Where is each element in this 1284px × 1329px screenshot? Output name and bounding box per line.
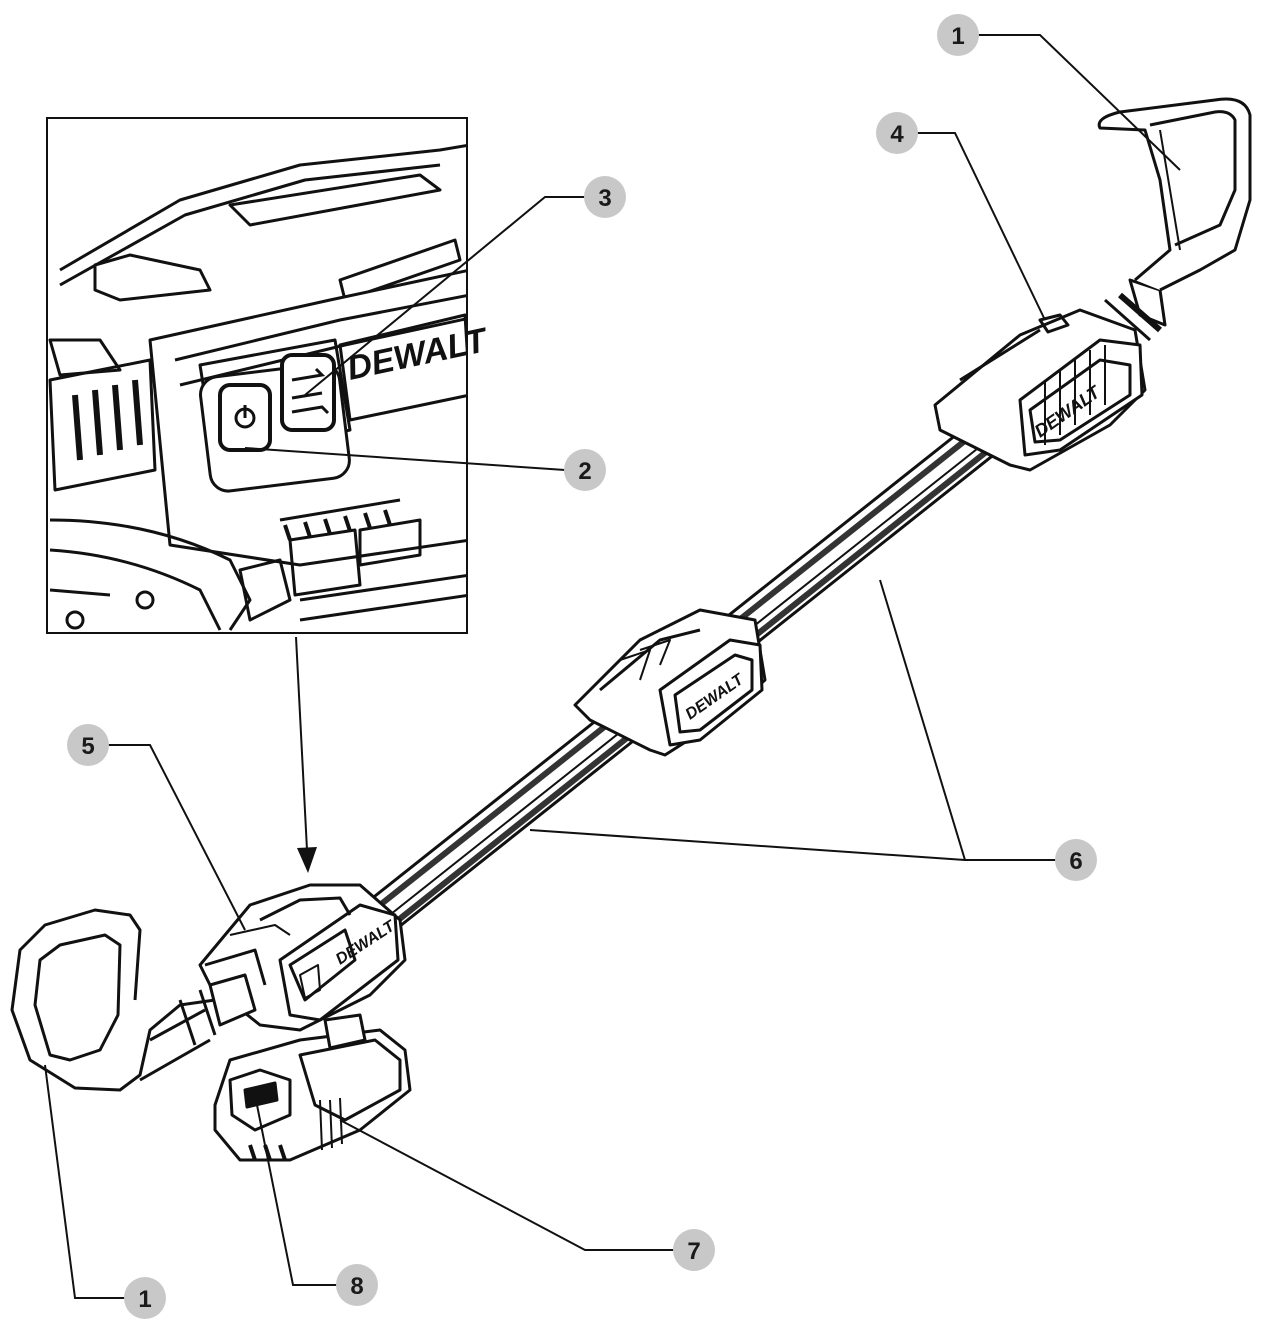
callout-6-label: 6 <box>1069 848 1082 875</box>
leader-8 <box>254 1094 340 1286</box>
pole-tool: DEWALT DEWALT <box>10 97 1252 1162</box>
callout-3-label: 3 <box>598 185 611 212</box>
leader-5 <box>105 744 246 931</box>
bottom-handle <box>10 908 257 1092</box>
middle-collar: DEWALT <box>573 608 767 757</box>
callout-5: 5 <box>67 724 109 766</box>
top-collar: DEWALT <box>933 308 1147 472</box>
leader-2 <box>244 447 566 471</box>
leader-3 <box>304 196 585 396</box>
callout-1-top-label: 1 <box>951 23 964 50</box>
leader-6a <box>879 579 1060 861</box>
battery-pack <box>213 1013 412 1162</box>
power-button-icon <box>218 383 272 452</box>
callout-8-label: 8 <box>350 1273 363 1300</box>
leader-6b <box>529 829 966 861</box>
callout-8: 8 <box>336 1264 378 1306</box>
leader-lines <box>44 34 1181 1299</box>
callout-7: 7 <box>673 1229 715 1271</box>
callout-bubbles: 1 4 3 2 5 6 7 8 <box>67 14 1097 1319</box>
leader-1-top <box>975 34 1181 171</box>
callout-3: 3 <box>584 176 626 218</box>
leader-7 <box>339 1119 675 1251</box>
callout-6: 6 <box>1055 839 1097 881</box>
callout-2: 2 <box>564 449 606 491</box>
callout-2-label: 2 <box>578 458 591 485</box>
detail-inset: DEWALT <box>46 117 493 634</box>
detail-arrow <box>295 636 317 873</box>
top-handle <box>1097 97 1252 342</box>
callout-1-bottom-label: 1 <box>138 1286 151 1313</box>
callout-5-label: 5 <box>81 733 94 760</box>
callout-4-label: 4 <box>890 121 904 148</box>
leader-4 <box>915 132 1046 321</box>
callout-4: 4 <box>876 112 918 154</box>
callout-1-top: 1 <box>937 14 979 56</box>
callout-1-bottom: 1 <box>124 1277 166 1319</box>
leader-1-bottom <box>44 1064 125 1299</box>
callout-7-label: 7 <box>687 1238 700 1265</box>
